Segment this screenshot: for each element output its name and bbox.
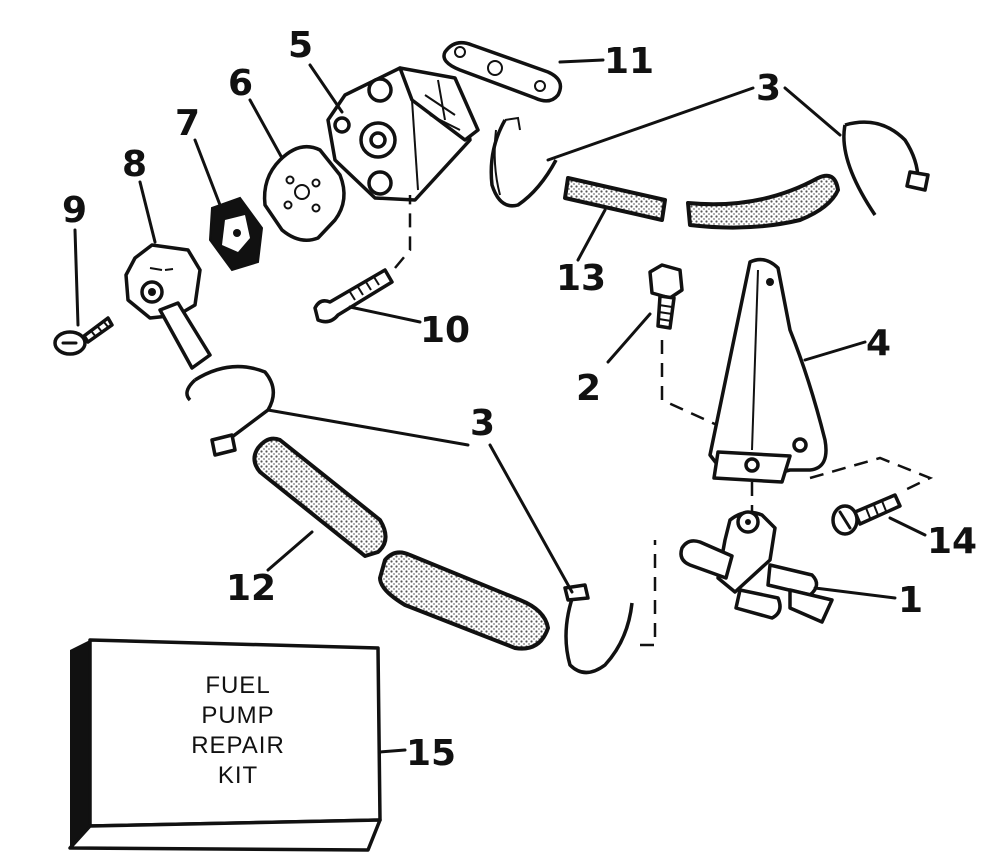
callout-11: 11 xyxy=(604,41,654,82)
callout-10: 10 xyxy=(420,310,470,351)
leader-3-top-a xyxy=(546,86,755,162)
part-8-cover xyxy=(124,243,212,370)
part-11-gasket-plate xyxy=(442,40,563,103)
callout-6: 6 xyxy=(228,63,253,104)
part-1-valve xyxy=(679,510,834,624)
kit-label-line4: KIT xyxy=(218,762,258,789)
leader-5 xyxy=(308,63,344,114)
callout-5: 5 xyxy=(288,25,313,66)
leader-10 xyxy=(348,305,422,324)
part-10-screw xyxy=(313,268,394,324)
alignment-14-to-4 xyxy=(809,456,934,492)
callout-2: 2 xyxy=(576,368,601,409)
kit-label-line3: REPAIR xyxy=(191,732,285,759)
part-3-clamp-lower-right xyxy=(563,583,634,675)
callout-13: 13 xyxy=(556,258,606,299)
leader-8 xyxy=(138,180,157,244)
leader-15 xyxy=(378,748,407,754)
leader-14 xyxy=(888,516,927,537)
part-5-pump-body xyxy=(326,66,480,202)
leader-12 xyxy=(266,530,314,572)
callout-9: 9 xyxy=(62,190,87,231)
part-14-screw xyxy=(831,493,902,536)
alignment-valve-to-clamp xyxy=(640,540,657,647)
leader-9 xyxy=(73,228,80,327)
leader-6 xyxy=(248,98,284,160)
alignment-10-to-5 xyxy=(394,195,412,269)
part-15-repair-kit: FUEL PUMP REPAIR KIT xyxy=(68,638,382,852)
leader-13 xyxy=(576,208,607,262)
callout-12: 12 xyxy=(226,568,276,609)
part-3-clamp-right xyxy=(842,120,930,216)
leader-2 xyxy=(606,312,652,364)
part-13-hose xyxy=(563,173,840,230)
kit-label-line2: PUMP xyxy=(201,702,274,729)
callout-7: 7 xyxy=(175,103,200,144)
callout-3-top: 3 xyxy=(756,68,781,109)
leader-3-bottom-a xyxy=(266,408,470,447)
part-3-clamp-left xyxy=(489,116,558,208)
part-4-bracket xyxy=(708,257,828,484)
part-2-bolt xyxy=(648,263,684,330)
leader-3-bottom-b xyxy=(488,443,574,594)
part-7-diaphragm xyxy=(208,196,264,272)
leader-1 xyxy=(813,586,897,600)
leader-7 xyxy=(193,138,222,207)
part-9-screw xyxy=(53,316,114,356)
leader-4 xyxy=(803,340,867,362)
part-6-plate xyxy=(262,144,346,242)
kit-label-line1: FUEL xyxy=(205,672,270,699)
part-3-clamp-upper-left xyxy=(185,364,275,457)
part-12-hose xyxy=(252,436,550,651)
callout-8: 8 xyxy=(122,144,147,185)
callout-1: 1 xyxy=(898,580,923,621)
callout-4: 4 xyxy=(866,323,891,364)
leader-11 xyxy=(558,58,605,64)
callout-14: 14 xyxy=(927,521,977,562)
callout-3-bottom: 3 xyxy=(470,403,495,444)
leader-3-top-b xyxy=(783,86,842,137)
callout-15: 15 xyxy=(406,733,456,774)
